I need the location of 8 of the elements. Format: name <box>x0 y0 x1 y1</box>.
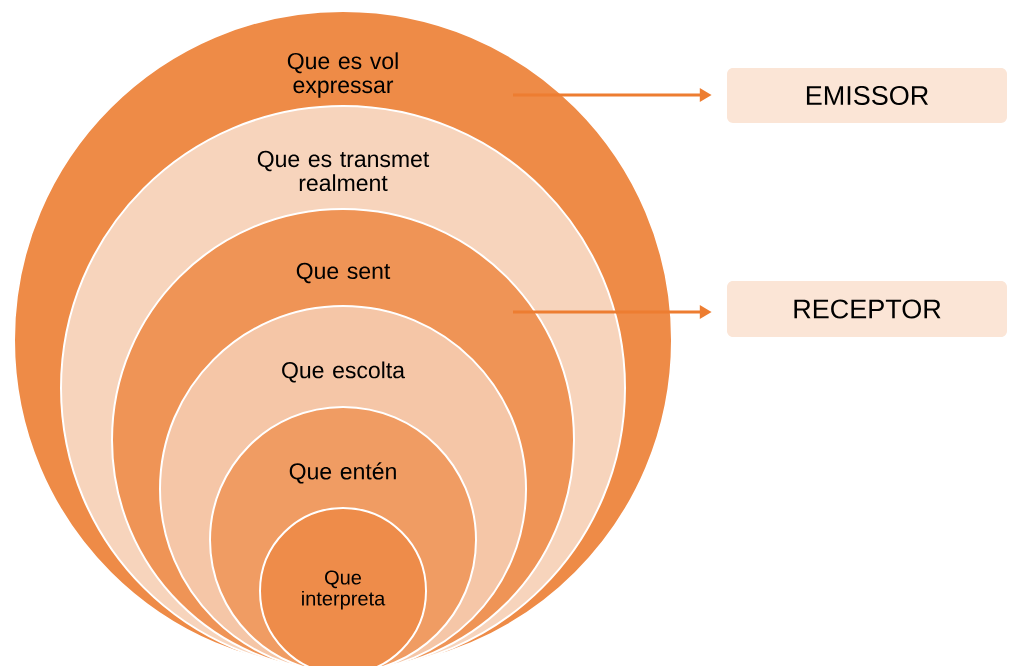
label-box: EMISSOR <box>727 68 1007 123</box>
ring-label: Que es vol expressar <box>287 52 398 98</box>
ring-label: Que escolta <box>282 361 405 383</box>
ring-label: Que entén <box>289 462 396 484</box>
ring-label: Que es transmet realment <box>257 150 430 192</box>
ring-label: Que interpreta <box>302 570 386 610</box>
label-box: RECEPTOR <box>727 281 1007 337</box>
ring-label: Que sent <box>296 262 391 284</box>
